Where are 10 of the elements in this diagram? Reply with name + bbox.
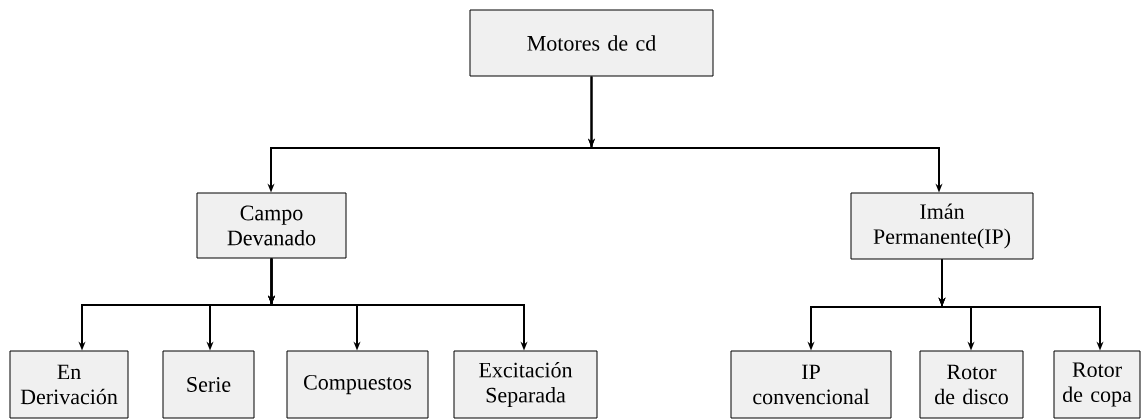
category-box: Rotor de copa [1053,350,1141,419]
category-box: Rotor de disco [919,350,1024,419]
category-box: Motores de cd [469,9,714,77]
category-box: Campo Devanado [196,192,347,259]
category-box: Excitación Separada [453,350,598,419]
category-box: Imán Permanente(IP) [850,192,1034,260]
category-box: En Derivación [9,350,129,419]
category-box: Serie [162,350,255,419]
category-box: IP convencional [730,350,892,419]
category-box: Compuestos [286,350,429,419]
